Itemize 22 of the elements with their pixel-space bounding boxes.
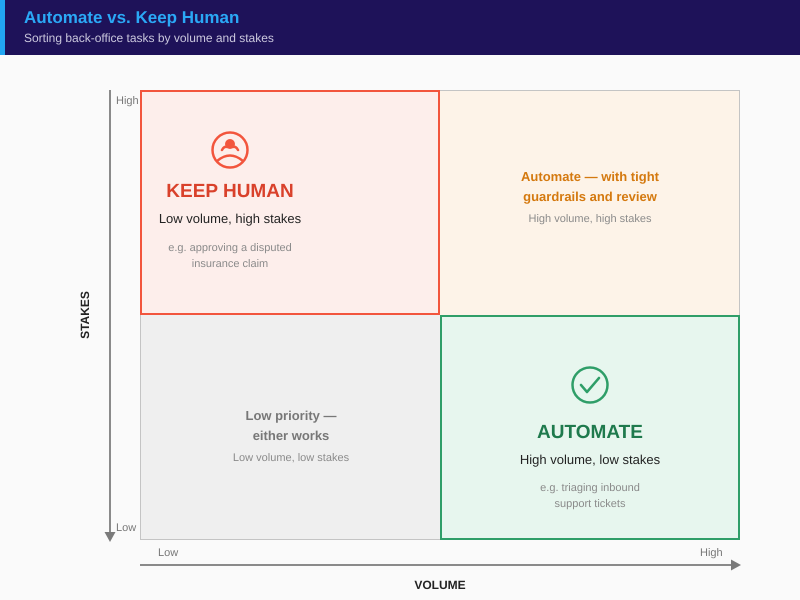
quadrant-title: Automate — with tight guardrails and review [520,168,660,206]
quadrant-panel [140,315,440,540]
axis-tick-label: High [700,547,723,560]
example-text: e.g. approving a disputed insurance claim [167,241,293,272]
quadrant-subtitle: Low volume, low stakes [232,451,350,465]
quadrant-subtitle: Low volume, high stakes [158,211,302,227]
quadrant-title: KEEP HUMAN [165,180,295,204]
quadrant-subtitle: High volume, high stakes [528,212,652,226]
axis-tick-label: High [116,95,139,108]
quadrant-panel [140,90,440,315]
axis-tick-label: Low [116,522,136,535]
axis-tick-label: Low [158,547,178,560]
quadrant-panel [440,90,740,315]
axis-title: VOLUME [414,578,466,592]
quadrant-subtitle: High volume, low stakes [518,452,662,468]
quadrant-title: Low priority — either works [244,407,338,445]
example-text: e.g. triaging inbound support tickets [539,481,641,512]
quadrant-panel [440,315,740,540]
axis-title: STAKES [78,291,92,339]
title: Automate vs. Keep Human [24,8,240,28]
quadrant-title: AUTOMATE [536,421,644,445]
subtitle: Sorting back-office tasks by volume and stakes [24,31,274,45]
